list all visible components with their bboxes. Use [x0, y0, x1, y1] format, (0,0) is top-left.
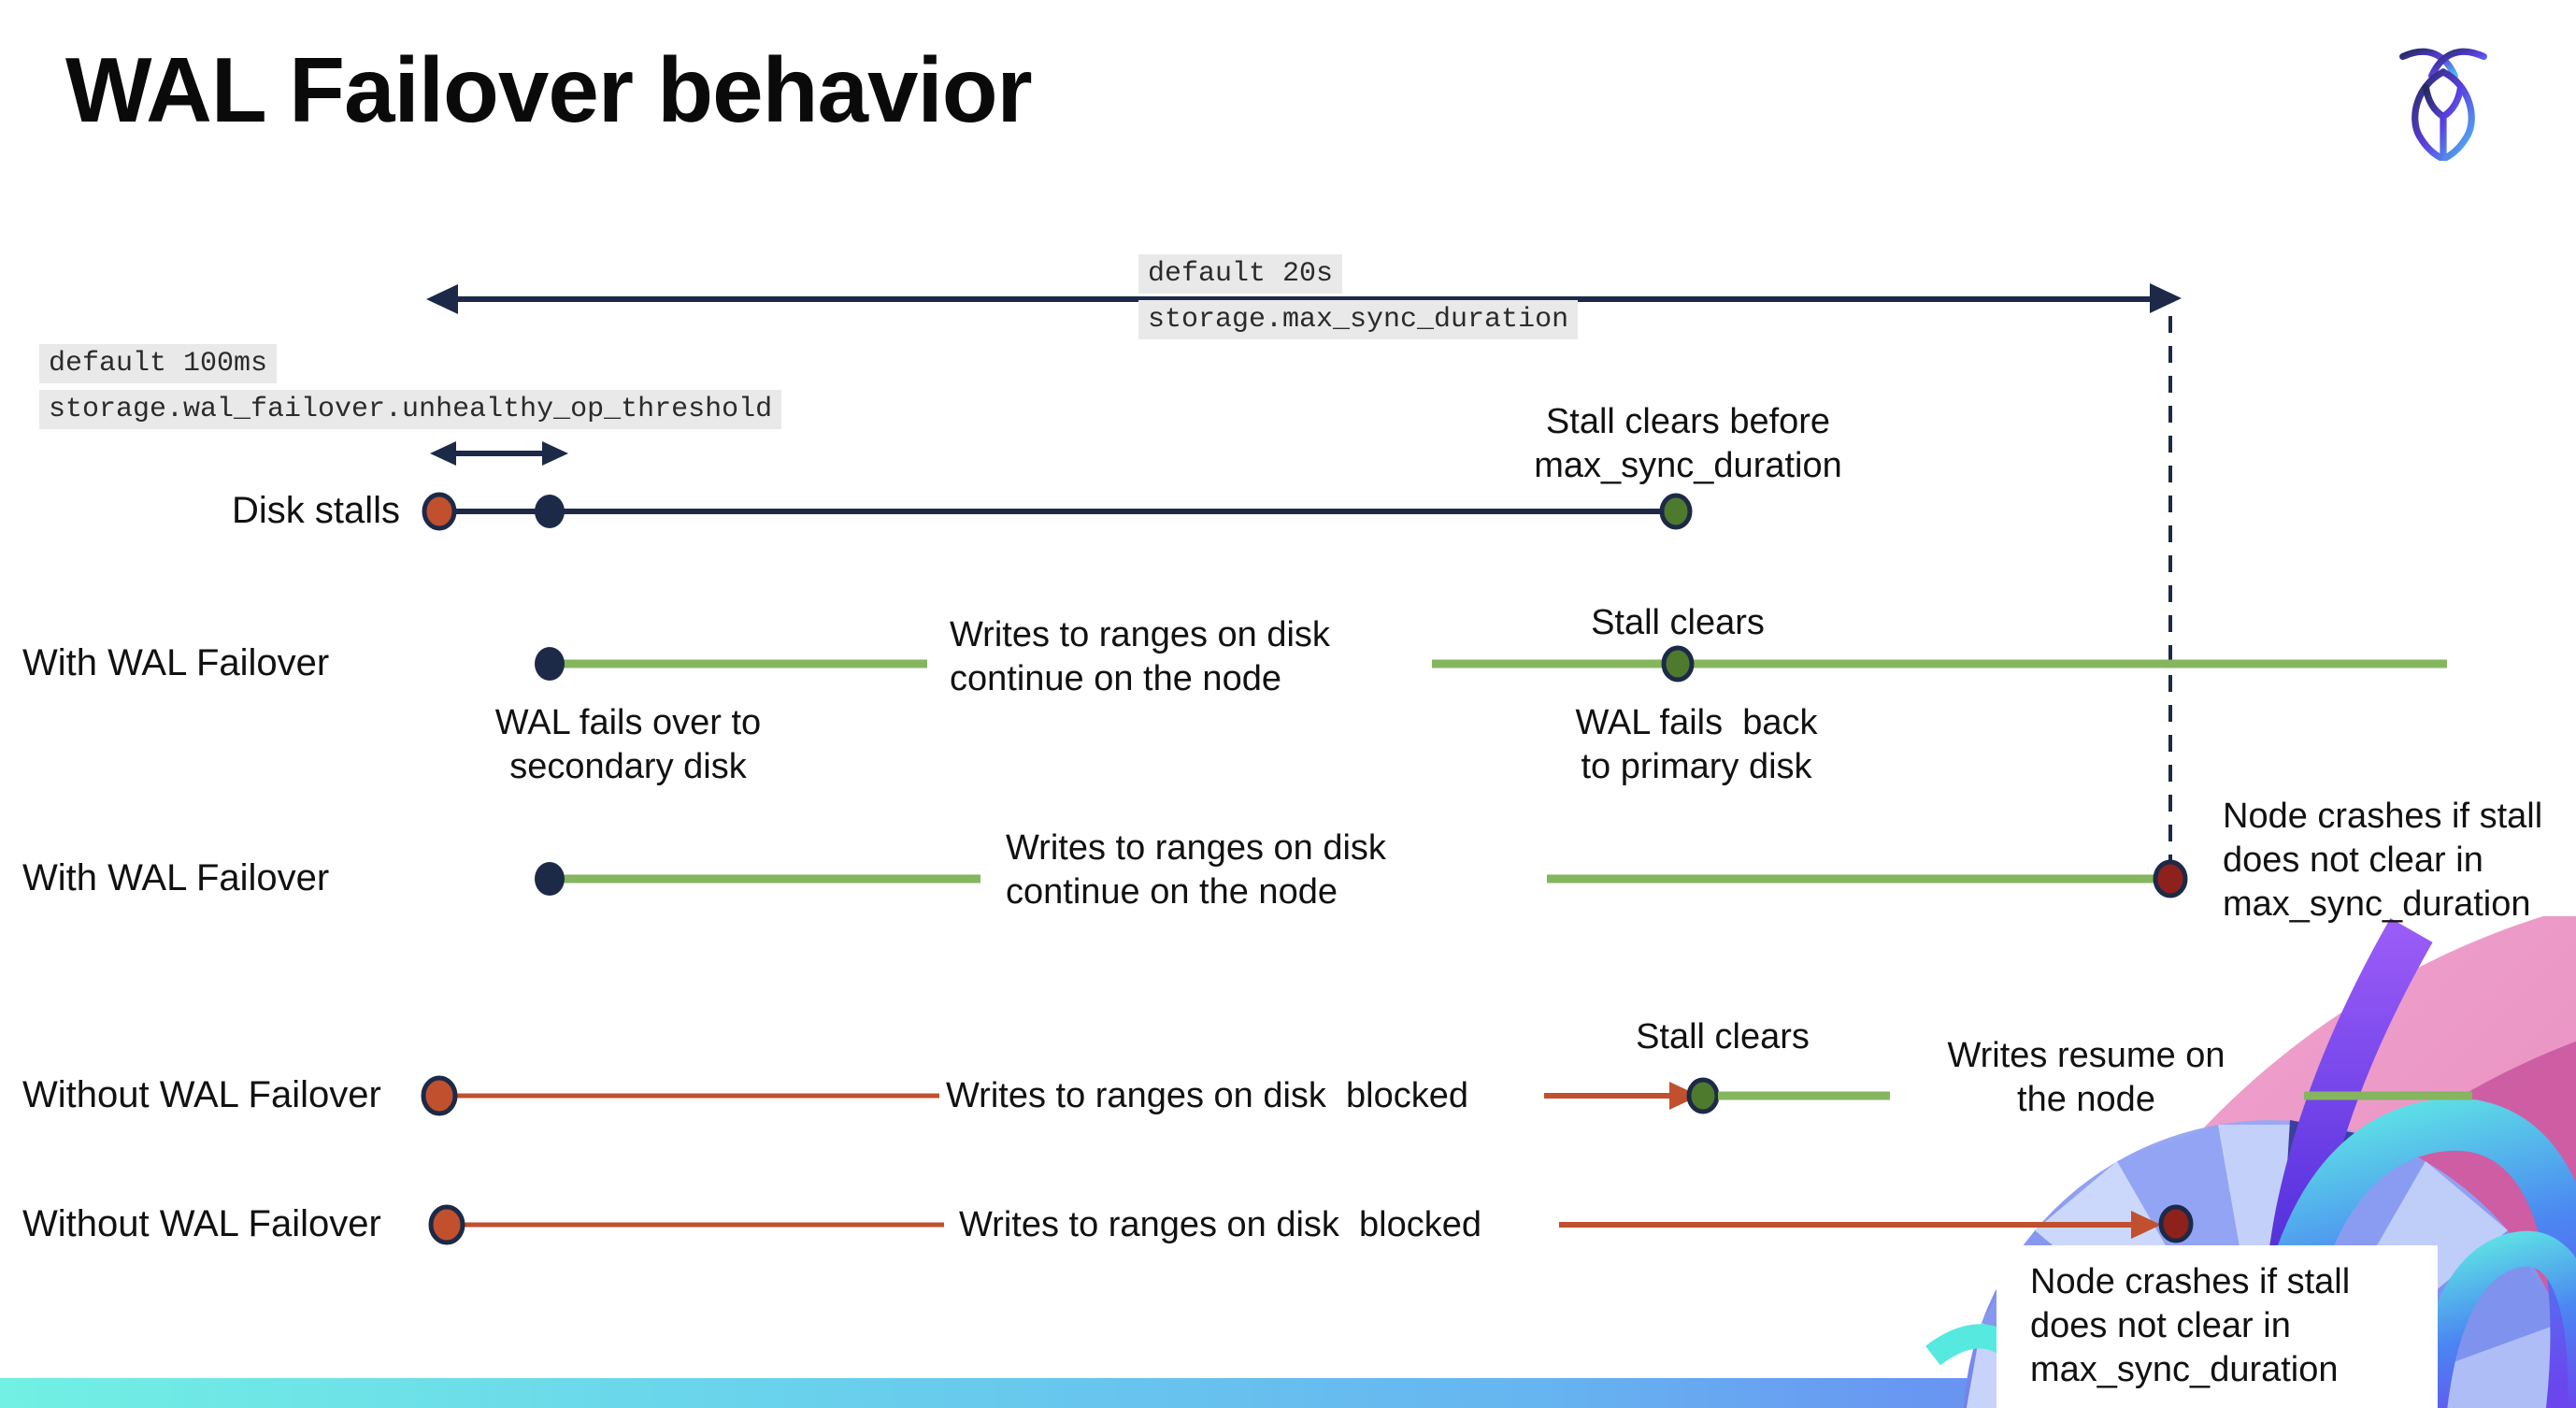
unhealthy-op-default-value: default 100ms	[39, 344, 278, 383]
row5-label: Without WAL Failover	[22, 1203, 381, 1244]
row4-stall-clears-dot	[1686, 1077, 1720, 1114]
row2-stall-clears-note: Stall clears	[1591, 603, 1765, 642]
row5-writes-note: Writes to ranges on disk blocked	[959, 1205, 1482, 1244]
row4-arrowhead	[1669, 1082, 1699, 1110]
unhealthy-op-arrowhead-right	[542, 441, 568, 466]
failover-threshold-dot	[535, 495, 565, 528]
row5-stall-start-dot	[428, 1204, 465, 1245]
row2-failover-dot	[535, 647, 565, 681]
unhealthy-op-setting-name: storage.wal_failover.unhealthy_op_thresh…	[39, 390, 782, 429]
row4-writes-note: Writes to ranges on disk blocked	[946, 1076, 1469, 1115]
row5-arrowhead	[2131, 1211, 2161, 1239]
row3-crash-dot	[2153, 859, 2188, 898]
page-title: WAL Failover behavior	[65, 38, 1033, 141]
row2-label: With WAL Failover	[22, 642, 330, 683]
row2-stall-clears-dot	[1661, 645, 1695, 682]
row1-label: Disk stalls	[232, 490, 401, 531]
max-sync-duration-label: default 20s storage.max_sync_duration	[1138, 254, 1579, 346]
max-sync-default-value: default 20s	[1138, 254, 1343, 294]
stall-clears-dot-row1	[1659, 493, 1693, 530]
row4-resume-note: Writes resume on the node	[1947, 1036, 2225, 1119]
max-sync-arrowhead-left	[426, 284, 458, 314]
max-sync-setting-name: storage.max_sync_duration	[1138, 300, 1579, 339]
row3-crash-note: Node crashes if stall does not clear in …	[2223, 797, 2543, 924]
unhealthy-op-arrowhead-left	[430, 441, 456, 466]
row4-stall-start-dot	[421, 1075, 458, 1116]
row4-stall-clears-note: Stall clears	[1636, 1017, 1810, 1056]
row3-writes-note: Writes to ranges on disk continue on the…	[1006, 828, 1386, 912]
row5-crash-note: Node crashes if stall does not clear in …	[2030, 1262, 2351, 1389]
row4-label: Without WAL Failover	[22, 1074, 381, 1115]
cockroachdb-logo-icon	[2399, 48, 2487, 161]
row3-failover-dot	[535, 862, 565, 896]
row1-stall-clears-note: Stall clears before max_sync_duration	[1534, 402, 1842, 485]
row2-failover-note: WAL fails over to secondary disk	[494, 703, 762, 786]
unhealthy-op-threshold-label: default 100ms storage.wal_failover.unhea…	[39, 344, 782, 436]
row5-crash-dot	[2158, 1204, 2194, 1243]
row3-label: With WAL Failover	[22, 857, 330, 898]
row5-crash-card: Node crashes if stall does not clear in …	[1996, 1245, 2438, 1408]
disk-stall-start-dot	[422, 492, 457, 531]
art-arch-inner	[2411, 1230, 2576, 1408]
max-sync-arrowhead-right	[2150, 283, 2182, 313]
row2-writes-note: Writes to ranges on disk continue on the…	[950, 615, 1330, 698]
row2-failback-note: WAL fails back to primary disk	[1575, 703, 1818, 786]
